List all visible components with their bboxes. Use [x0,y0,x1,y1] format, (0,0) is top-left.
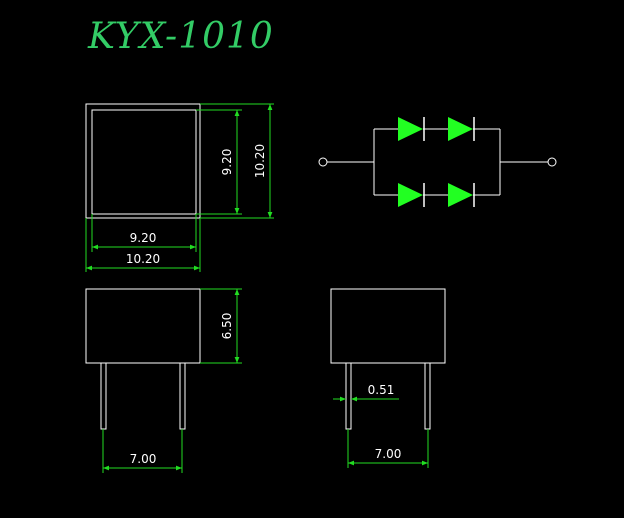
terminal-right [547,157,557,167]
front-view-pin-right [179,362,186,430]
dim-inner-height-label: 9.20 [220,149,234,176]
page-title: KYX-1010 [88,16,274,57]
terminal-left [318,157,328,167]
led-schematic [318,117,557,207]
dim-body-height-label: 6.50 [220,313,234,340]
front-view-pin-left [100,362,107,430]
dim-inner-width-label: 9.20 [130,231,157,245]
side-view-pin-left [345,362,352,430]
side-view-body [330,288,446,364]
dim-outer-height-label: 10.20 [253,144,267,178]
top-view-dimensions [85,103,274,272]
top-view [85,103,201,219]
top-view-outer-outline [85,103,201,219]
diode-bottom-1 [398,183,425,207]
side-view-dimensions [333,396,429,468]
top-view-inner-outline [91,109,197,215]
front-view-body [85,288,201,364]
diode-top-2 [448,117,475,141]
dim-front-pin-spacing-label: 7.00 [130,452,157,466]
dim-outer-width-label: 10.20 [126,252,160,266]
diode-top-1 [398,117,425,141]
front-view [85,288,201,430]
dim-side-pin-spacing-label: 7.00 [375,447,402,461]
front-view-dimensions [102,288,242,473]
diode-bottom-2 [448,183,475,207]
side-view [330,288,446,430]
side-view-pin-right [424,362,431,430]
dim-pin-diameter-label: 0.51 [368,383,395,397]
